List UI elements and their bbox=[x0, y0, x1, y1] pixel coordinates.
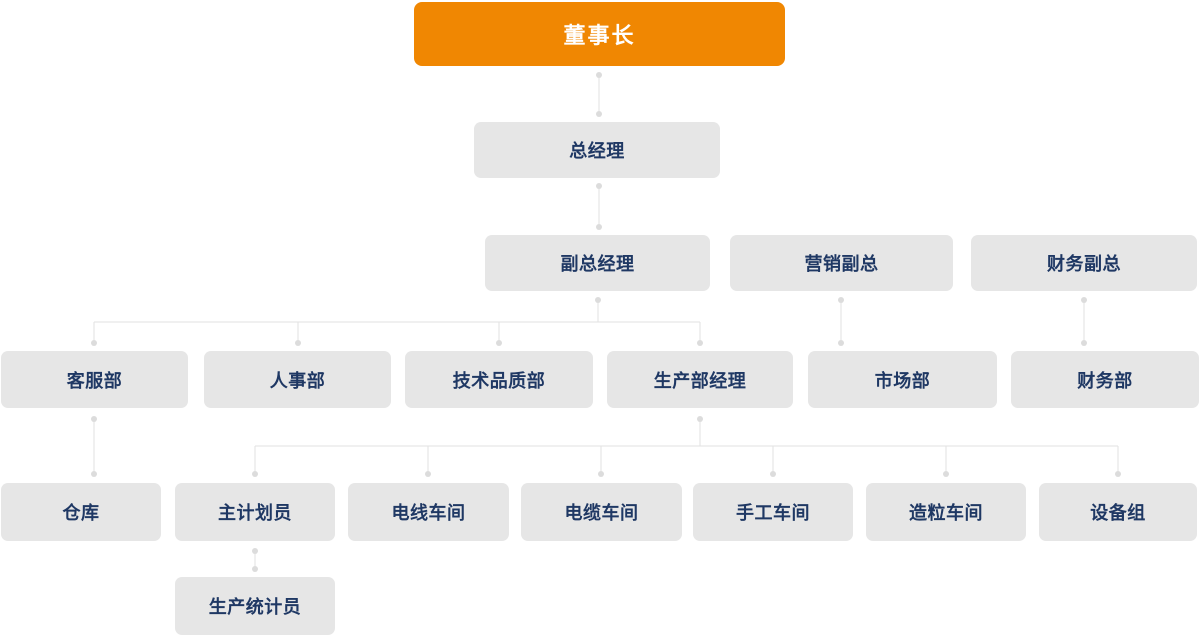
org-node-cable-workshop[interactable]: 电缆车间 bbox=[521, 483, 682, 541]
org-node-wire-workshop[interactable]: 电线车间 bbox=[348, 483, 509, 541]
org-node-label: 客服部 bbox=[66, 370, 123, 391]
org-node-label: 技术品质部 bbox=[452, 370, 546, 391]
connector-customerservice-warehouse bbox=[91, 416, 97, 477]
org-node-chairman[interactable]: 董事长 bbox=[414, 2, 785, 66]
org-node-label: 生产部经理 bbox=[653, 370, 747, 391]
org-node-label: 电线车间 bbox=[391, 503, 466, 523]
org-node-label: 生产统计员 bbox=[208, 597, 302, 617]
org-node-granulation-workshop[interactable]: 造粒车间 bbox=[866, 483, 1026, 541]
org-node-chief-planner[interactable]: 主计划员 bbox=[175, 483, 335, 541]
org-node-equipment-group[interactable]: 设备组 bbox=[1039, 483, 1197, 541]
org-node-deputy-general-manager[interactable]: 副总经理 bbox=[485, 235, 710, 291]
org-node-market-dept[interactable]: 市场部 bbox=[808, 351, 997, 408]
org-node-production-dept-manager[interactable]: 生产部经理 bbox=[607, 351, 793, 408]
org-node-label: 人事部 bbox=[269, 370, 326, 391]
org-node-manual-workshop[interactable]: 手工车间 bbox=[693, 483, 853, 541]
org-node-label: 设备组 bbox=[1090, 503, 1146, 523]
org-node-customer-service-dept[interactable]: 客服部 bbox=[1, 351, 188, 408]
org-node-warehouse[interactable]: 仓库 bbox=[1, 483, 161, 541]
org-node-label: 总经理 bbox=[569, 141, 625, 161]
org-node-label: 电缆车间 bbox=[564, 503, 639, 523]
connector-chairman-gm bbox=[596, 72, 602, 117]
org-node-marketing-vp[interactable]: 营销副总 bbox=[730, 235, 953, 291]
org-node-finance-dept[interactable]: 财务部 bbox=[1011, 351, 1199, 408]
org-node-finance-vp[interactable]: 财务副总 bbox=[971, 235, 1197, 291]
connector-productionmanager-children bbox=[252, 416, 1121, 477]
connector-chiefplanner-statistician bbox=[252, 548, 258, 572]
org-node-hr-dept[interactable]: 人事部 bbox=[204, 351, 391, 408]
org-node-label: 市场部 bbox=[874, 370, 931, 391]
org-node-tech-quality-dept[interactable]: 技术品质部 bbox=[405, 351, 593, 408]
org-node-general-manager[interactable]: 总经理 bbox=[474, 122, 720, 178]
org-node-production-statistician[interactable]: 生产统计员 bbox=[175, 577, 335, 635]
org-node-label: 董事长 bbox=[563, 23, 636, 48]
org-node-label: 副总经理 bbox=[560, 254, 635, 274]
org-node-label: 仓库 bbox=[62, 503, 100, 523]
org-node-label: 主计划员 bbox=[218, 503, 292, 523]
org-node-label: 财务副总 bbox=[1047, 254, 1121, 274]
connector-financevp-financedept bbox=[1081, 297, 1087, 346]
org-node-label: 财务部 bbox=[1077, 370, 1133, 391]
org-node-label: 营销副总 bbox=[804, 254, 879, 274]
org-node-label: 造粒车间 bbox=[909, 503, 983, 523]
connector-marketingvp-marketdept bbox=[838, 297, 844, 346]
connector-dgm-children bbox=[91, 297, 703, 346]
connector-gm-dgm bbox=[596, 183, 602, 230]
org-node-label: 手工车间 bbox=[736, 503, 810, 523]
